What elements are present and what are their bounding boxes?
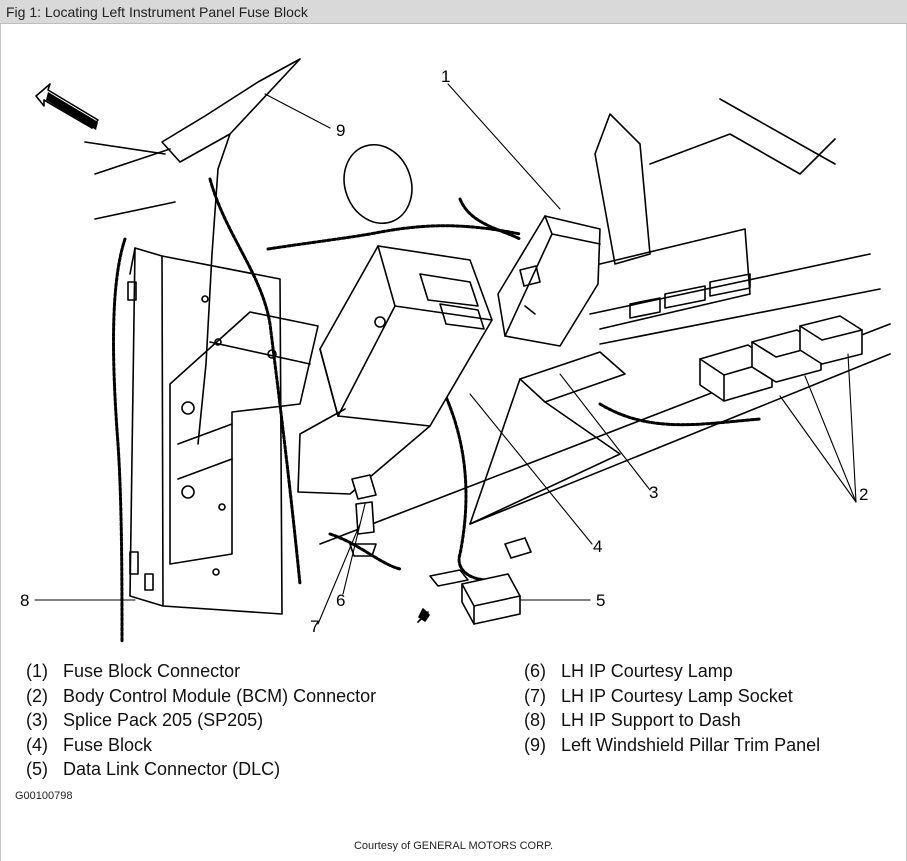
splice-pack (469, 351, 626, 525)
ip-support-to-dash (127, 247, 283, 615)
legend-item: (2) Body Control Module (BCM) Connector (26, 684, 376, 709)
legend-right: (6) LH IP Courtesy Lamp (7) LH IP Courtesy… (524, 659, 820, 757)
figure-title-bar: Fig 1: Locating Left Instrument Panel Fu… (0, 0, 907, 24)
legend-item: (4) Fuse Block (26, 733, 376, 758)
figure-id: G00100798 (15, 790, 73, 802)
data-link-connector (417, 537, 532, 625)
legend-item-label: Left Windshield Pillar Trim Panel (561, 734, 821, 755)
legend-item-number: (5) (26, 759, 48, 779)
fuse-block (297, 245, 493, 495)
legend-item: (3) Splice Pack 205 (SP205) (26, 708, 376, 733)
legend-item-label: LH IP Support to Dash (561, 710, 741, 730)
callout-5: 5 (596, 591, 605, 610)
callout-6: 6 (336, 591, 345, 610)
legend-item-number: (9) (524, 734, 546, 755)
callout-numbers: 1 2 3 4 5 6 7 8 9 (20, 67, 868, 636)
legend-item-number: (8) (524, 710, 546, 730)
round-lens-shape (343, 143, 413, 225)
legend-item: (9) Left Windshield Pillar Trim Panel (524, 733, 820, 758)
inner-bracket (169, 311, 319, 565)
legend-item-number: (7) (524, 685, 546, 706)
windshield-pillar-trim-panel (84, 58, 301, 445)
legend-item-number: (2) (26, 685, 48, 706)
legend-item-number: (4) (26, 734, 48, 755)
legend-item-label: LH IP Courtesy Lamp Socket (561, 685, 793, 706)
legend-item: (1) Fuse Block Connector (26, 659, 376, 684)
bcm-connectors (699, 315, 863, 402)
legend-item-number: (1) (26, 661, 48, 681)
legend-item-number: (3) (26, 710, 48, 730)
legend-item-label: Fuse Block Connector (63, 661, 241, 681)
legend-item-label: Body Control Module (BCM) Connector (63, 685, 377, 706)
legend-item-number: (6) (524, 661, 546, 681)
callout-2: 2 (859, 485, 868, 504)
legend-item: (6) LH IP Courtesy Lamp (524, 659, 820, 684)
credit-line: Courtesy of GENERAL MOTORS CORP. (353, 840, 554, 852)
legend-item: (5) Data Link Connector (DLC) (26, 757, 376, 782)
callout-9: 9 (336, 121, 345, 140)
legend-item: (8) LH IP Support to Dash (524, 708, 820, 733)
legend-item-label: Fuse Block (63, 734, 153, 755)
legend-item-label: Splice Pack 205 (SP205) (63, 710, 264, 730)
callout-7: 7 (310, 617, 319, 636)
fuse-block-diagram: 1 2 3 4 5 6 7 8 9 (20, 58, 891, 644)
legend-item: (7) LH IP Courtesy Lamp Socket (524, 684, 820, 709)
callout-3: 3 (649, 483, 658, 502)
forward-arrow-icon (35, 83, 99, 130)
leader-lines (34, 83, 857, 625)
callout-1: 1 (441, 67, 450, 86)
legend-item-label: LH IP Courtesy Lamp (561, 661, 733, 681)
courtesy-lamp (349, 474, 377, 557)
figure-title: Fig 1: Locating Left Instrument Panel Fu… (6, 4, 308, 20)
callout-8: 8 (20, 591, 29, 610)
legend-item-label: Data Link Connector (DLC) (63, 759, 281, 779)
callout-4: 4 (593, 537, 602, 556)
legend-left: (1) Fuse Block Connector (2) Body Control … (26, 659, 376, 782)
dash-framework (319, 98, 891, 545)
fuse-block-connector (497, 215, 601, 347)
